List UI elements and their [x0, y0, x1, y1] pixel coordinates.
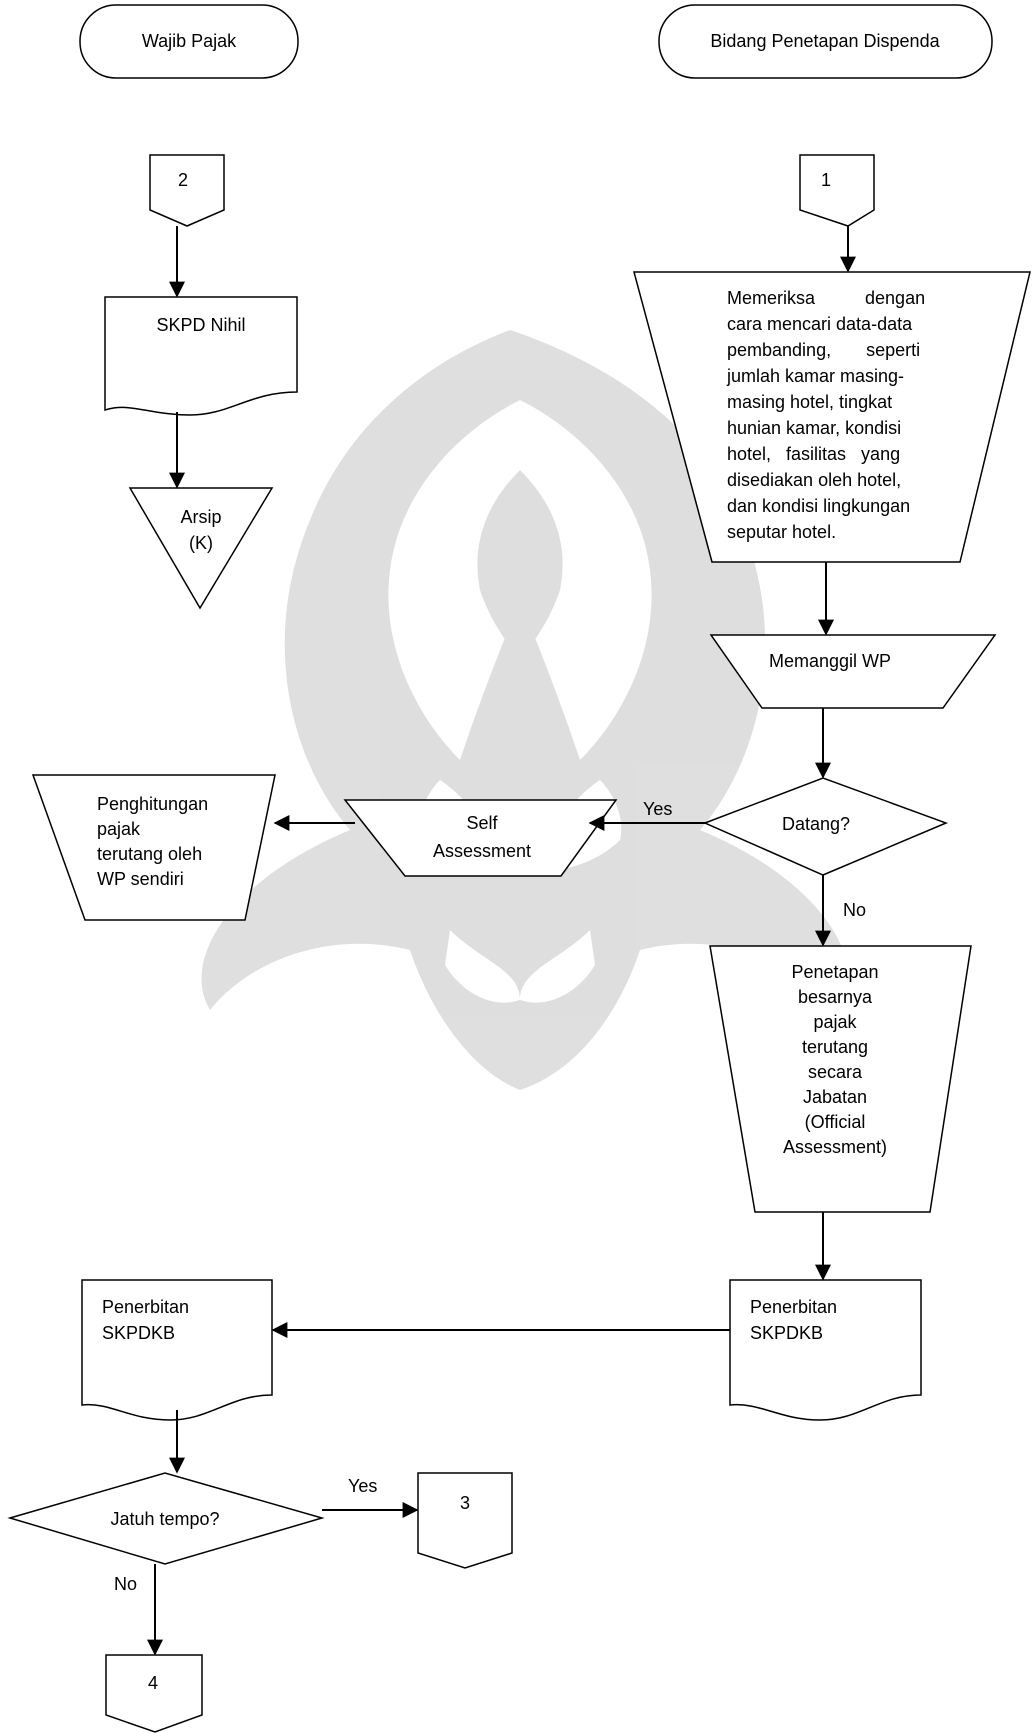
memeriksa-line-6: hunian kamar, kondisi [727, 418, 901, 438]
connector-4: 4 [105, 1654, 203, 1733]
datang-text: Datang? [782, 814, 850, 834]
arsip-line-1: Arsip [180, 507, 221, 527]
connector-4-text: 4 [148, 1673, 158, 1693]
memeriksa-line-7: hotel, fasilitas yang [727, 444, 900, 464]
memeriksa-text-block: Memeriksa dengan cara mencari data-data … [726, 288, 925, 542]
connector-1-text: 1 [821, 170, 831, 190]
process-memanggil-wp: Memanggil WP [709, 634, 997, 709]
memeriksa-line-3: pembanding, seperti [727, 340, 920, 360]
penetapan-line-5: secara [808, 1062, 863, 1082]
process-penetapan: Penetapan besarnya pajak terutang secara… [709, 945, 972, 1213]
label-no-jatuh: No [114, 1574, 137, 1594]
decision-datang: Datang? [703, 777, 949, 876]
connector-3: 3 [417, 1472, 513, 1569]
skpd-nihil-text: SKPD Nihil [156, 315, 245, 335]
memeriksa-line-5: masing hotel, tingkat [727, 392, 892, 412]
penetapan-line-2: besarnya [798, 987, 873, 1007]
memeriksa-line-2: cara mencari data-data [727, 314, 913, 334]
memeriksa-line-9: dan kondisi lingkungan [727, 496, 910, 516]
memanggil-wp-text: Memanggil WP [769, 651, 891, 671]
flow-lines [147, 226, 856, 1656]
memeriksa-line-4: jumlah kamar masing- [726, 366, 904, 386]
label-no-datang: No [843, 900, 866, 920]
penghitungan-line-1: Penghitungan [97, 794, 208, 814]
penerbitan-right-line-1: Penerbitan [750, 1297, 837, 1317]
memeriksa-line-8: disediakan oleh hotel, [727, 470, 901, 490]
lane-header-wajib-pajak: Wajib Pajak [79, 4, 299, 79]
penerbitan-left-line-1: Penerbitan [102, 1297, 189, 1317]
penetapan-line-1: Penetapan [791, 962, 878, 982]
penerbitan-right-line-2: SKPDKB [750, 1323, 823, 1343]
penghitungan-line-3: terutang oleh [97, 844, 202, 864]
memeriksa-line-1: Memeriksa dengan [727, 288, 925, 308]
process-self-assessment: Self Assessment [343, 799, 618, 877]
process-memeriksa: Memeriksa dengan cara mencari data-data … [633, 271, 1031, 563]
lane-header-dispenda: Bidang Penetapan Dispenda [658, 4, 993, 79]
self-assessment-line-1: Self [466, 813, 498, 833]
archive-triangle: Arsip (K) [128, 487, 274, 610]
penghitungan-line-2: pajak [97, 819, 141, 839]
lane-header-wajib-pajak-text: Wajib Pajak [142, 31, 237, 51]
connector-1: 1 [799, 154, 875, 227]
penghitungan-line-4: WP sendiri [97, 869, 184, 889]
document-penerbitan-left: Penerbitan SKPDKB [81, 1279, 273, 1421]
penetapan-line-8: Assessment) [783, 1137, 887, 1157]
self-assessment-line-2: Assessment [433, 841, 531, 861]
lane-header-dispenda-text: Bidang Penetapan Dispenda [710, 31, 940, 51]
connector-3-text: 3 [460, 1493, 470, 1513]
label-yes-jatuh: Yes [348, 1476, 377, 1496]
penetapan-line-7: (Official [805, 1112, 866, 1132]
connector-2: 2 [149, 154, 225, 227]
penerbitan-left-line-2: SKPDKB [102, 1323, 175, 1343]
jatuh-tempo-text: Jatuh tempo? [110, 1509, 219, 1529]
decision-jatuh-tempo: Jatuh tempo? [7, 1472, 325, 1565]
memeriksa-line-10: seputar hotel. [727, 522, 836, 542]
penetapan-line-3: pajak [813, 1012, 857, 1032]
document-skpd-nihil: SKPD Nihil [104, 296, 298, 416]
connector-2-text: 2 [178, 170, 188, 190]
penetapan-line-6: Jabatan [803, 1087, 867, 1107]
penetapan-line-4: terutang [802, 1037, 868, 1057]
document-penerbitan-right: Penerbitan SKPDKB [729, 1279, 922, 1421]
arsip-line-2: (K) [189, 533, 213, 553]
process-penghitungan: Penghitungan pajak terutang oleh WP send… [31, 774, 276, 921]
label-yes-datang: Yes [643, 799, 672, 819]
